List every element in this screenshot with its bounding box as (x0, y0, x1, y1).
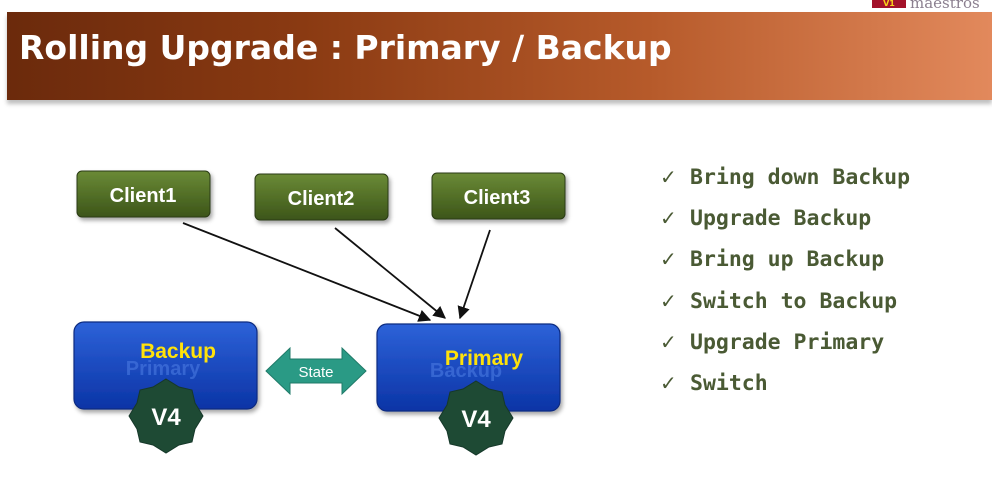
state-link: State (265, 346, 367, 396)
step-text: Bring down Backup (690, 165, 911, 190)
backup-version-label: V4 (151, 404, 181, 431)
upgrade-steps-list: ✓ Bring down Backup ✓ Upgrade Backup ✓ Brin… (660, 158, 990, 405)
primary-version-badge: V4 (438, 380, 514, 456)
check-icon: ✓ (660, 329, 677, 354)
check-icon: ✓ (660, 370, 677, 395)
backup-server-node: Primary Backup (73, 321, 258, 410)
step-item: ✓ Upgrade Primary (660, 323, 990, 364)
logo-strip: V1 maestros (0, 0, 992, 12)
step-item: ✓ Bring down Backup (660, 158, 990, 199)
arrow-client2-to-primary (334, 227, 446, 319)
backup-ghost-label: Primary (126, 358, 201, 380)
backup-label: Backup (140, 340, 216, 363)
double-arrow-icon (265, 346, 367, 396)
client2-label: Client2 (288, 188, 355, 210)
arrow-client3-to-primary (457, 229, 491, 320)
check-icon: ✓ (660, 247, 677, 272)
title-bar: Rolling Upgrade : Primary / Backup (7, 12, 992, 100)
step-text: Bring up Backup (690, 247, 885, 273)
check-icon: ✓ (660, 206, 677, 231)
backup-version-badge: V4 (128, 378, 204, 454)
check-icon: ✓ (660, 288, 677, 313)
arrow-client1-to-primary (182, 222, 432, 322)
step-item: ✓ Switch to Backup (660, 282, 990, 323)
step-text: Switch (690, 370, 768, 396)
step-item: ✓ Switch (660, 364, 990, 405)
client3-node: Client3 (431, 172, 566, 220)
star-badge-icon (128, 378, 204, 454)
client1-label: Client1 (110, 185, 177, 207)
primary-label: Primary (445, 347, 524, 370)
brand-logo-text: maestros (910, 0, 980, 10)
client1-node: Client1 (76, 170, 211, 218)
step-item: ✓ Bring up Backup (660, 240, 990, 281)
star-badge-icon (438, 380, 514, 456)
step-text: Upgrade Primary (690, 329, 885, 355)
step-item: ✓ Upgrade Backup (660, 199, 990, 240)
client2-node: Client2 (254, 173, 389, 221)
brand-logo-mark: V1 (872, 0, 906, 8)
step-text: Switch to Backup (690, 288, 898, 314)
check-icon: ✓ (660, 165, 677, 189)
slide-title: Rolling Upgrade : Primary / Backup (19, 28, 672, 67)
primary-ghost-label: Backup (430, 360, 502, 382)
primary-version-label: V4 (461, 406, 491, 433)
client3-label: Client3 (464, 187, 531, 209)
state-label: State (298, 364, 333, 381)
step-text: Upgrade Backup (690, 206, 872, 232)
